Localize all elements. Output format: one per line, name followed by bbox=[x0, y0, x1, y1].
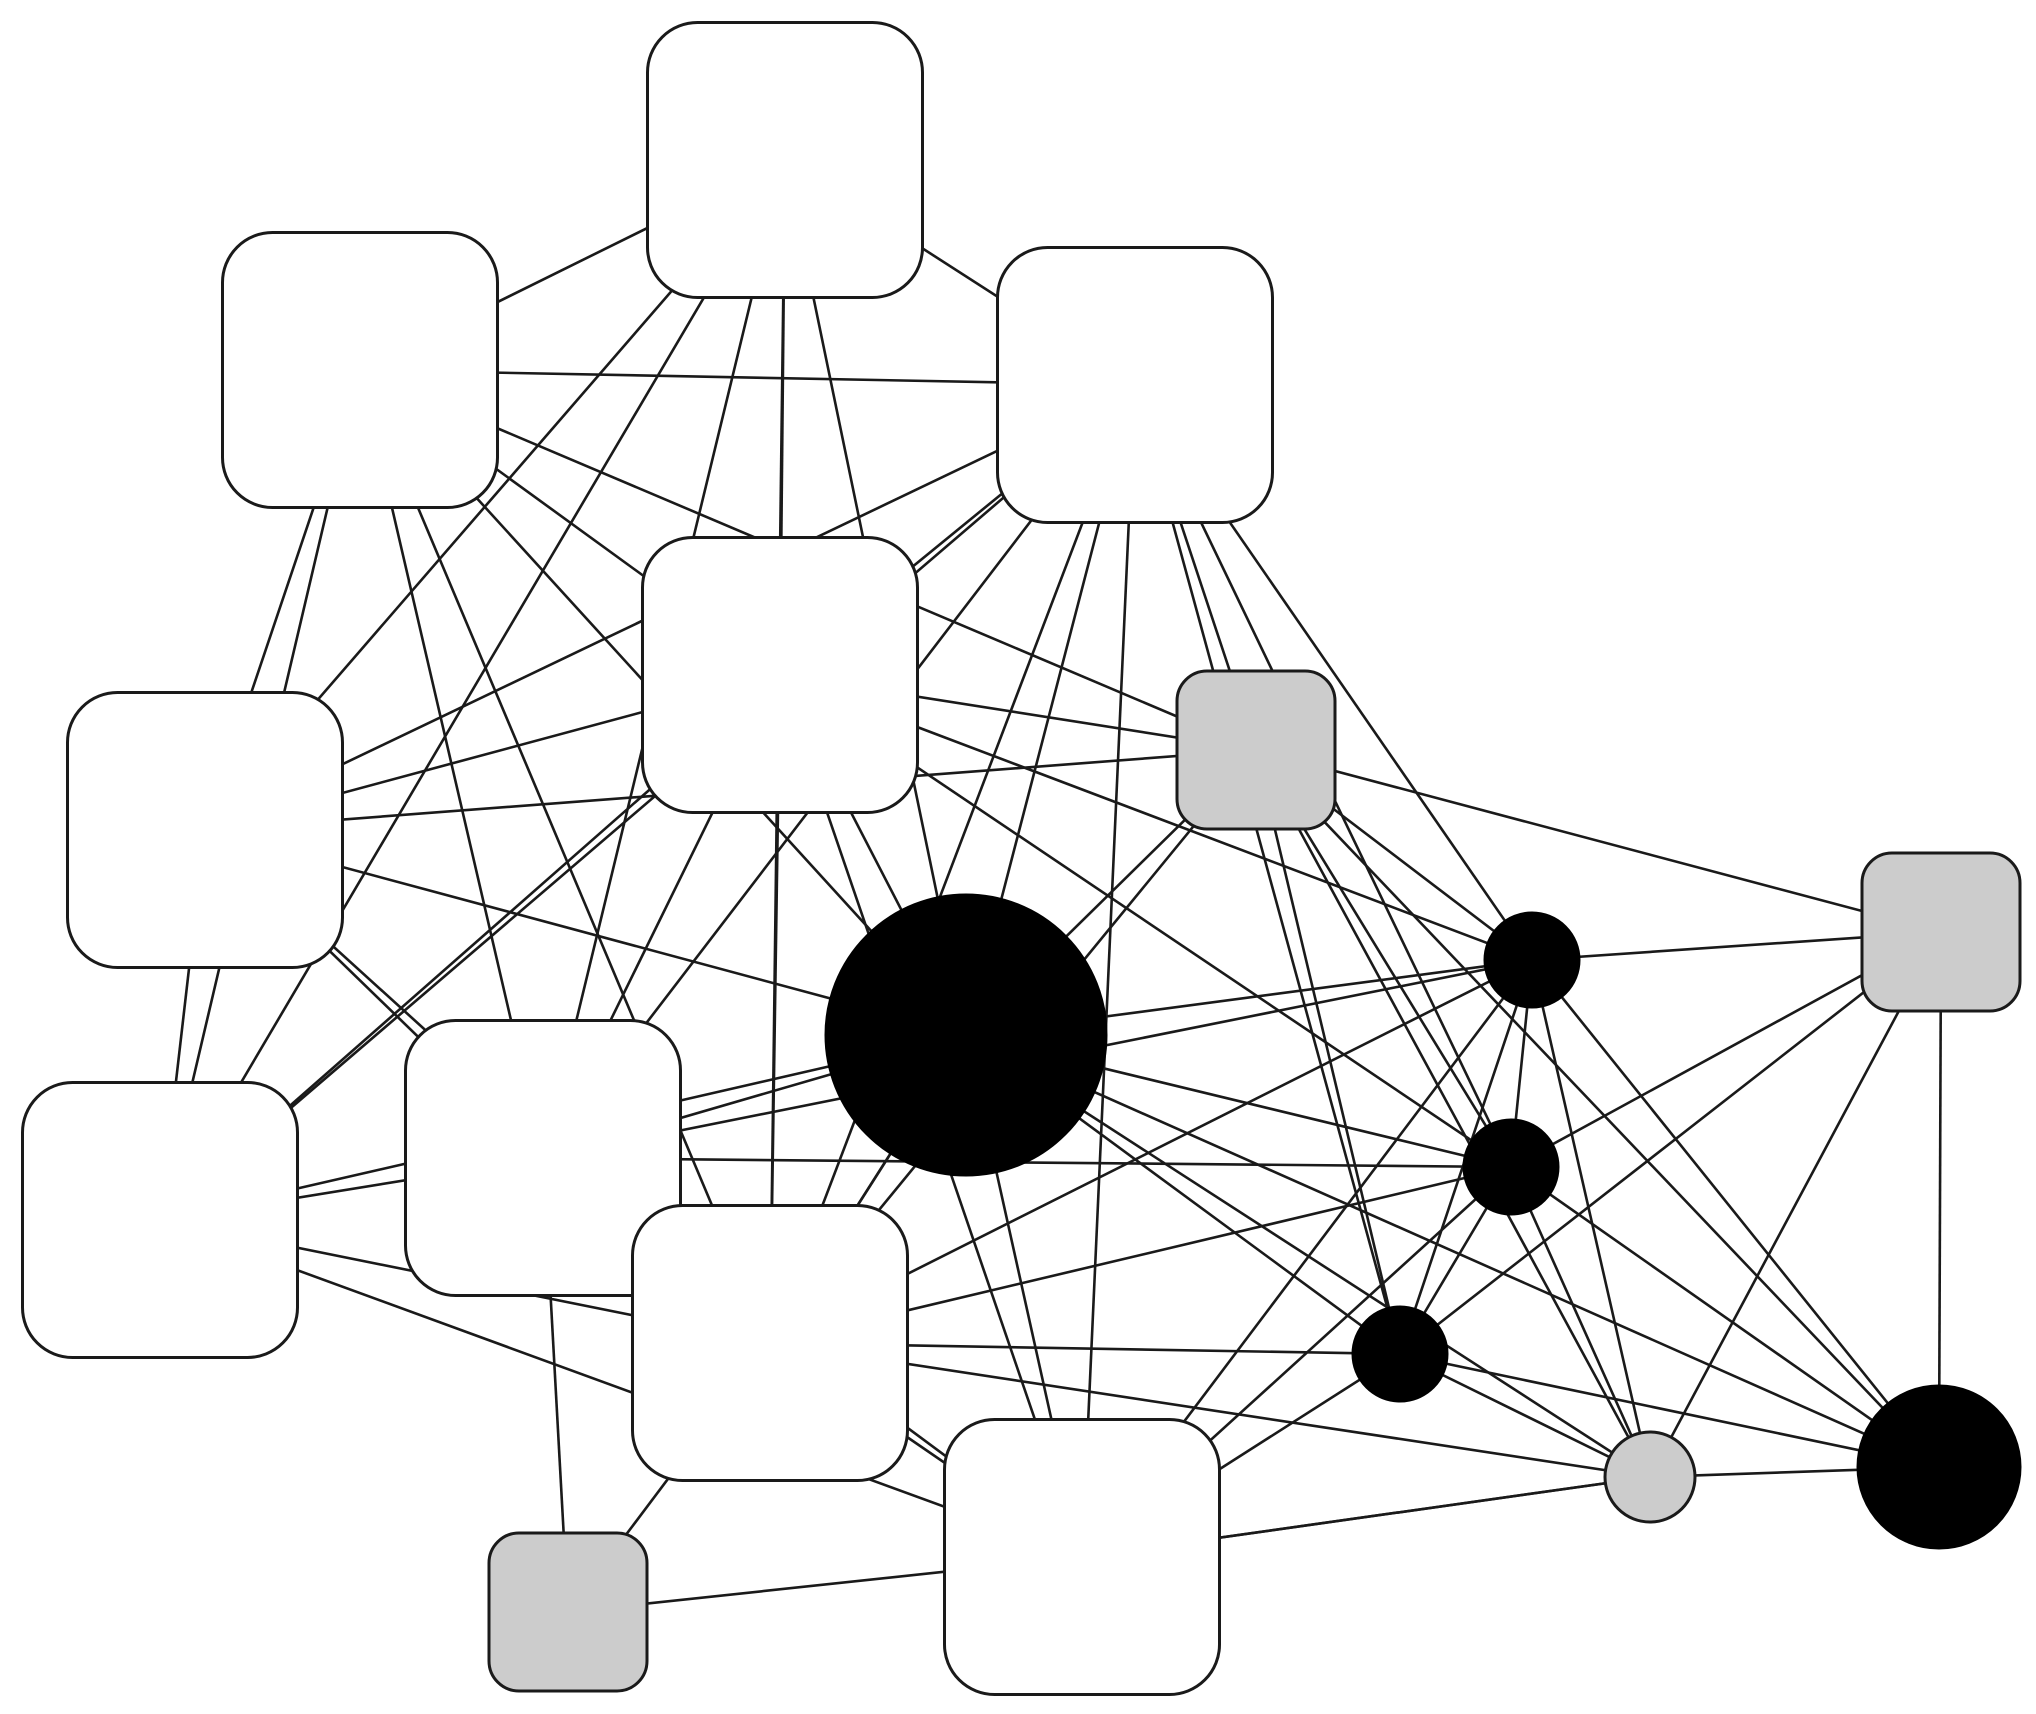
node-c1-black-circle bbox=[1483, 911, 1581, 1009]
node-c2-black-circle bbox=[1462, 1118, 1560, 1216]
node-n6-white-square bbox=[21, 1081, 299, 1359]
edge-g2-c4 bbox=[1937, 931, 1943, 1468]
edge-n3-n9 bbox=[1080, 384, 1137, 1558]
edge-n2-n8 bbox=[358, 369, 772, 1344]
edge-c2-c4 bbox=[1510, 1165, 1940, 1469]
node-n4-white-square bbox=[641, 536, 919, 814]
node-g1-gray-square bbox=[1175, 669, 1337, 831]
node-n8-white-square bbox=[631, 1204, 909, 1482]
edge-c1-c4 bbox=[1530, 959, 1941, 1468]
node-c4-black-circle bbox=[1856, 1384, 2022, 1550]
edge-n8-cg bbox=[769, 1341, 1651, 1479]
edge-g1-c4 bbox=[1255, 749, 1940, 1468]
node-n3-white-square bbox=[996, 246, 1274, 524]
edge-n3-n6 bbox=[159, 384, 1136, 1221]
node-n5-white-square bbox=[66, 691, 344, 969]
edge-c0-c4 bbox=[965, 1033, 1940, 1469]
edge-g1-g2 bbox=[1255, 748, 1942, 934]
node-n9-white-square bbox=[943, 1418, 1221, 1696]
edge-n1-n6 bbox=[158, 159, 787, 1221]
node-g3-gray-square bbox=[487, 1531, 649, 1693]
edge-g1-c3 bbox=[1254, 749, 1402, 1355]
edge-n3-n8 bbox=[768, 384, 1137, 1344]
edge-c2-cg bbox=[1509, 1166, 1652, 1478]
node-n7-white-square bbox=[404, 1019, 682, 1297]
edge-g1-cg bbox=[1254, 749, 1652, 1478]
edge-c3-g2 bbox=[1399, 930, 1942, 1356]
edge-c3-c4 bbox=[1399, 1352, 1940, 1469]
node-n1-white-square bbox=[646, 21, 924, 299]
node-n2-white-square bbox=[221, 231, 499, 509]
edge-c1-cg bbox=[1530, 959, 1652, 1478]
edge-n6-n9 bbox=[159, 1218, 1083, 1559]
node-c0-black-circle bbox=[824, 893, 1108, 1177]
nodes-layer bbox=[21, 21, 2022, 1696]
node-g2-gray-square bbox=[1860, 851, 2022, 1013]
node-cg-gray-circle bbox=[1603, 1430, 1697, 1524]
edge-g2-cg bbox=[1648, 931, 1943, 1478]
node-c3-black-circle bbox=[1351, 1305, 1449, 1403]
